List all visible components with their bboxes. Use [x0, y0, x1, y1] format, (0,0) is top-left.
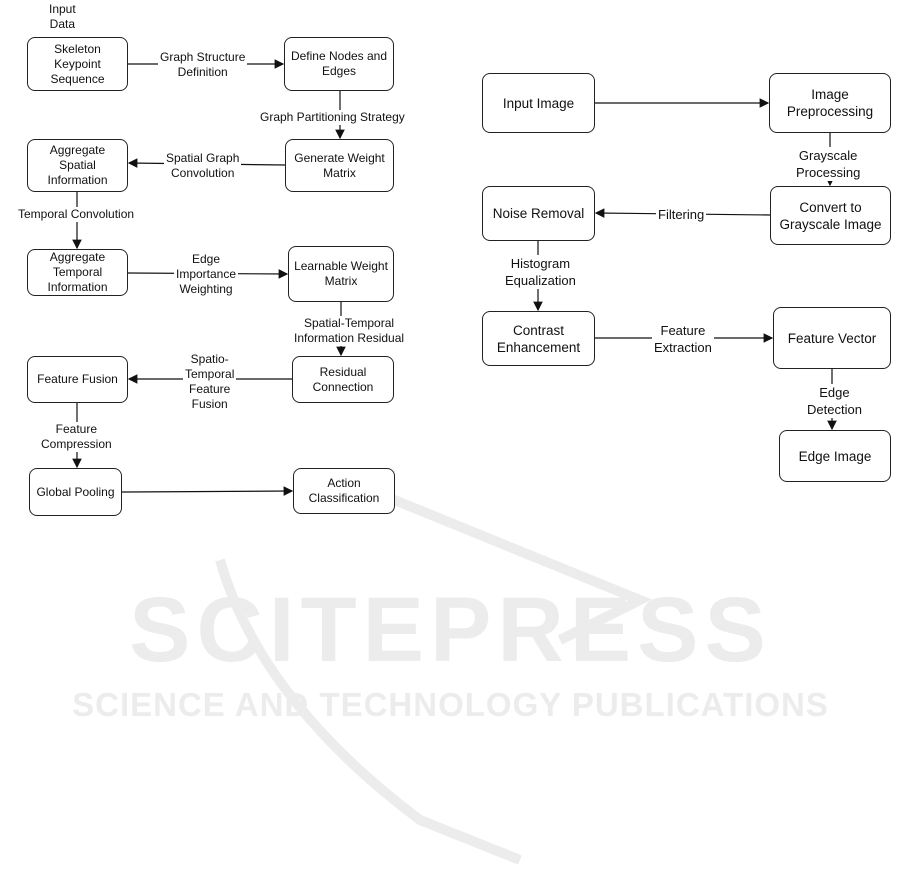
- edge-spatial-conv: Spatial Graph Convolution: [164, 151, 242, 181]
- node-generate: Generate Weight Matrix: [285, 139, 394, 192]
- node-feature-vector: Feature Vector: [773, 307, 891, 369]
- edge-extraction: Feature Extraction: [652, 322, 714, 356]
- edge-temporal-conv: Temporal Convolution: [16, 207, 137, 222]
- node-edge-image: Edge Image: [779, 430, 891, 482]
- node-input-image: Input Image: [482, 73, 595, 133]
- node-skeleton: Skeleton Keypoint Sequence: [27, 37, 128, 91]
- input-data-header: Input Data: [47, 2, 78, 32]
- node-fusion: Feature Fusion: [27, 356, 128, 403]
- edge-st-fusion: Spatio- Temporal Feature Fusion: [183, 352, 237, 412]
- node-grayscale: Convert to Grayscale Image: [770, 186, 891, 245]
- node-pooling: Global Pooling: [29, 468, 122, 516]
- node-noise: Noise Removal: [482, 186, 595, 241]
- node-agg-spatial: Aggregate Spatial Information: [27, 139, 128, 192]
- node-learnable: Learnable Weight Matrix: [288, 246, 394, 302]
- node-residual: Residual Connection: [292, 356, 394, 403]
- edge-compression: Feature Compression: [39, 422, 114, 452]
- edge-graph-structure: Graph Structure Definition: [158, 50, 248, 80]
- edge-filtering: Filtering: [656, 206, 707, 223]
- watermark-subtitle: SCIENCE AND TECHNOLOGY PUBLICATIONS: [72, 686, 829, 723]
- node-agg-temporal: Aggregate Temporal Information: [27, 249, 128, 296]
- edge-histogram: Histogram Equalization: [503, 255, 578, 289]
- node-define: Define Nodes and Edges: [284, 37, 394, 91]
- edge-st-residual: Spatial-Temporal Information Residual: [292, 316, 407, 346]
- edge-gray-processing: Grayscale Processing: [794, 147, 863, 181]
- node-action: Action Classification: [293, 468, 395, 514]
- edge-detection: Edge Detection: [805, 384, 864, 418]
- edge-importance: Edge Importance Weighting: [174, 252, 239, 297]
- edge-partitioning: Graph Partitioning Strategy: [258, 110, 407, 125]
- node-contrast: Contrast Enhancement: [482, 311, 595, 366]
- node-preprocess: Image Preprocessing: [769, 73, 891, 133]
